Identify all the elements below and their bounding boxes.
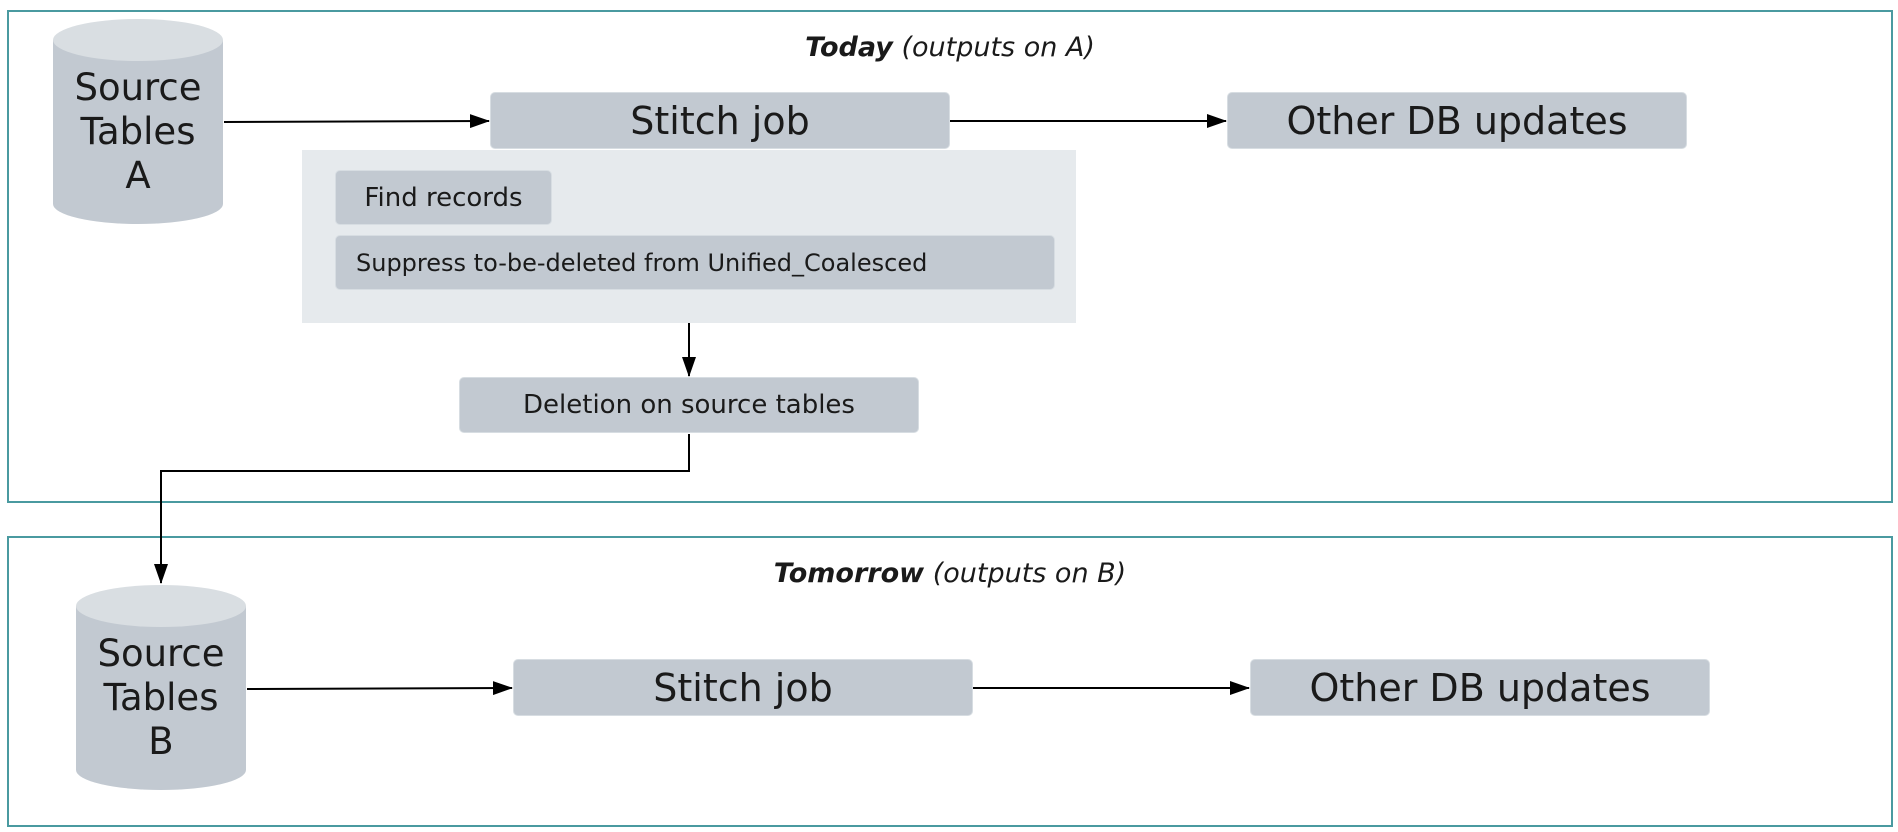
stitch-job-b-box: Stitch job	[513, 659, 973, 716]
other-db-updates-b-box: Other DB updates	[1250, 659, 1710, 716]
database-icon	[53, 19, 223, 224]
source-line-1: Source	[74, 66, 202, 109]
deletion-on-source-tables-box: Deletion on source tables	[459, 377, 919, 433]
arrow-deletion-to-source-b	[154, 434, 690, 584]
source-line-1: Source	[97, 632, 225, 675]
tomorrow-title-rest: (outputs on B)	[932, 558, 1127, 589]
find-records-box: Find records	[335, 170, 552, 225]
today-panel: Today (outputs on A)	[7, 10, 1893, 503]
other-db-updates-a-box: Other DB updates	[1227, 92, 1687, 149]
today-title: Today (outputs on A)	[9, 32, 1891, 63]
tomorrow-title-bold: Tomorrow	[773, 558, 925, 589]
tomorrow-title: Tomorrow (outputs on B)	[9, 558, 1891, 589]
source-tables-b-cylinder: Source Tables B	[75, 584, 247, 792]
source-tables-a-label: Source Tables A	[52, 66, 224, 198]
source-tables-a-cylinder: Source Tables A	[52, 18, 224, 226]
database-icon	[76, 585, 246, 790]
source-line-3: A	[125, 154, 151, 197]
source-line-3: B	[148, 720, 174, 763]
suppress-box: Suppress to-be-deleted from Unified_Coal…	[335, 235, 1055, 290]
arrow-source-b-to-stitch	[246, 681, 513, 696]
today-title-bold: Today	[805, 32, 893, 63]
arrow-source-a-to-stitch	[223, 114, 490, 129]
tomorrow-panel: Tomorrow (outputs on B)	[7, 536, 1893, 827]
source-tables-b-label: Source Tables B	[75, 632, 247, 764]
stitch-job-a-box: Stitch job	[490, 92, 950, 149]
today-title-rest: (outputs on A)	[901, 32, 1095, 63]
source-line-2: Tables	[103, 676, 219, 719]
source-line-2: Tables	[80, 110, 196, 153]
